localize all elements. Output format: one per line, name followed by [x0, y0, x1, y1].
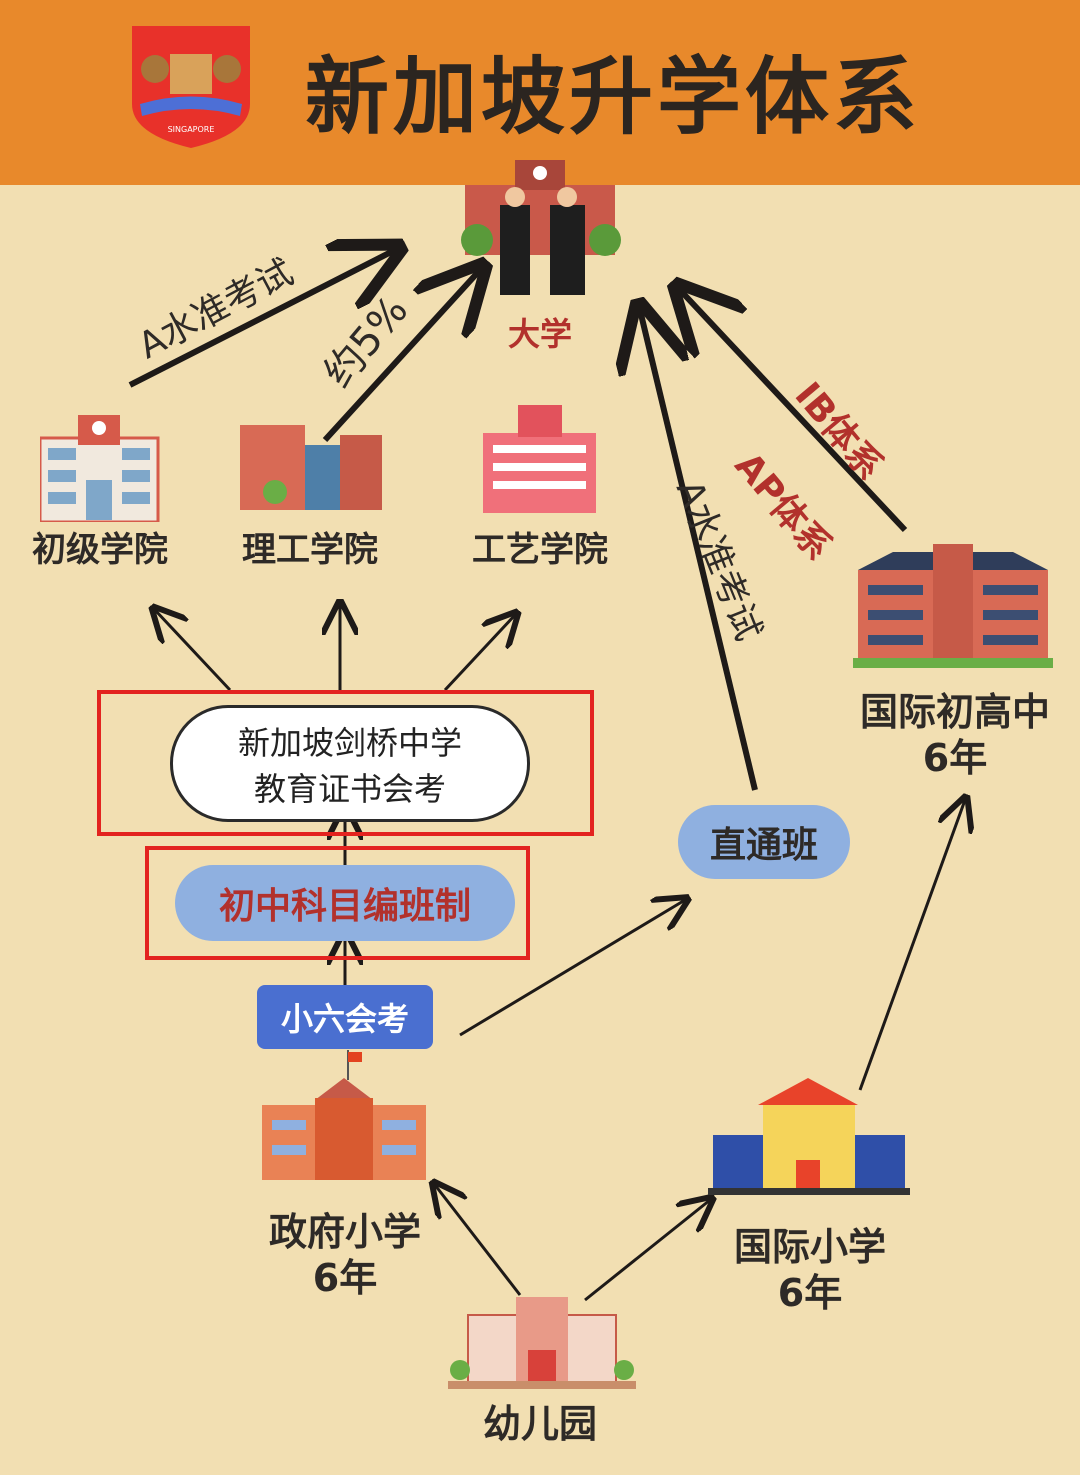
- intl-secondary-duration: 6年: [922, 735, 988, 780]
- moe-crest-logo: SINGAPORE: [132, 26, 250, 148]
- node-junior-college: 初级学院: [32, 530, 168, 570]
- intl-primary-building-icon: [708, 1078, 910, 1195]
- node-gov-primary: 政府小学 6年: [240, 1210, 450, 1301]
- arrow-exam-to-jc: [155, 610, 232, 692]
- arrow-direct-to-university: [640, 310, 758, 791]
- logo-text: SINGAPORE: [168, 125, 215, 134]
- arrow-exam-to-ite: [443, 615, 515, 692]
- junior-college-building-icon: [40, 415, 160, 522]
- highlight-frame-exam: [97, 690, 594, 836]
- university-graduates-icon: [461, 160, 621, 295]
- gov-primary-name: 政府小学: [268, 1210, 421, 1254]
- intl-primary-duration: 6年: [777, 1270, 843, 1315]
- arrow-poly-to-university: [322, 270, 480, 443]
- node-subject-banding: 初中科目编班制: [175, 865, 515, 941]
- page-title: 新加坡升学体系: [305, 48, 922, 146]
- highlight-frame-banding: [145, 846, 530, 960]
- node-university: 大学: [507, 315, 572, 353]
- exam-line-2: 教育证书会考: [253, 769, 446, 808]
- arrow-intl-to-university: [680, 290, 908, 533]
- intl-primary-name: 国际小学: [733, 1225, 886, 1269]
- node-o-level-exam: 新加坡剑桥中学 教育证书会考: [170, 705, 530, 822]
- ite-building-icon: [483, 405, 596, 513]
- node-direct-program: 直通班: [678, 805, 850, 879]
- arrow-kg-to-intl: [584, 1200, 710, 1302]
- node-kindergarten: 幼儿园: [482, 1402, 597, 1446]
- node-intl-primary: 国际小学 6年: [705, 1225, 915, 1316]
- node-ite: 工艺学院: [472, 530, 608, 570]
- gov-primary-building-icon: [262, 1050, 426, 1180]
- node-intl-secondary: 国际初高中 6年: [840, 690, 1070, 781]
- arrow-kg-to-gov: [435, 1185, 522, 1296]
- kindergarten-building-icon: [448, 1297, 636, 1389]
- exam-line-1: 新加坡剑桥中学: [237, 723, 462, 762]
- arrow-jc-to-university: [128, 250, 395, 388]
- node-polytechnic: 理工学院: [242, 530, 378, 570]
- gov-primary-duration: 6年: [312, 1255, 378, 1300]
- arrow-intlprimary-to-intlsecondary: [858, 800, 965, 1091]
- polytechnic-building-icon: [240, 425, 382, 510]
- node-psle: 小六会考: [257, 985, 433, 1049]
- arrow-psle-to-direct: [459, 900, 685, 1037]
- intl-secondary-name: 国际初高中: [859, 690, 1050, 734]
- intl-secondary-building-icon: [853, 544, 1053, 668]
